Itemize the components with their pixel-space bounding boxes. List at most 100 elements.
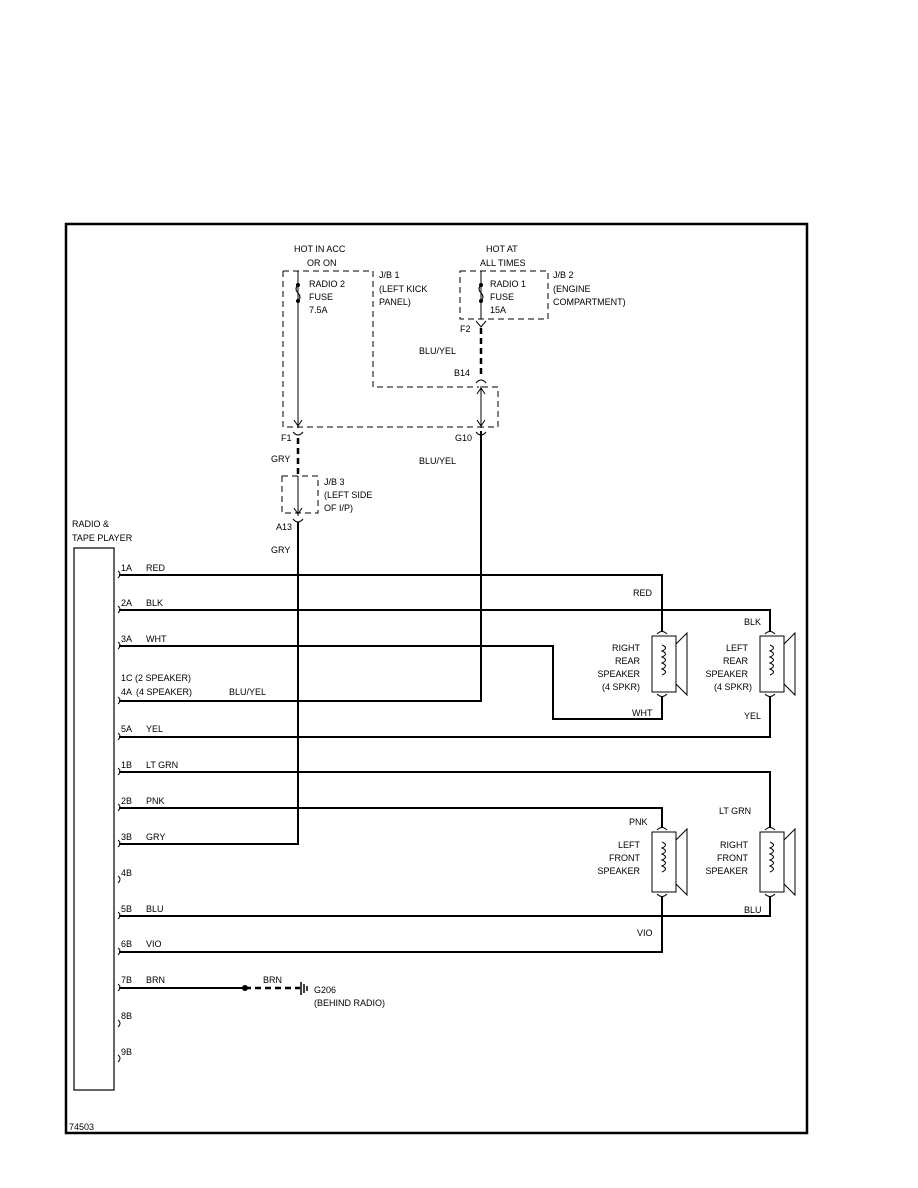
jb1-label-3: PANEL) xyxy=(379,297,411,307)
diagram-frame xyxy=(64,222,809,1135)
right-rear-speaker-label-2: REAR xyxy=(615,656,641,666)
right-front-speaker-label-3: SPEAKER xyxy=(705,866,748,876)
wire-label-gry-lower: GRY xyxy=(271,545,290,555)
wire-label-gry-upper: GRY xyxy=(271,454,290,464)
pin-5a: 5A xyxy=(121,724,132,734)
jb3-label-1: J/B 3 xyxy=(324,477,345,487)
pin-6b-wire: VIO xyxy=(146,939,162,949)
connector-f2: F2 xyxy=(460,324,471,334)
wire-label-lt-grn: LT GRN xyxy=(719,806,751,816)
radio2-fuse-symbol xyxy=(295,284,301,302)
connector-g10: G10 xyxy=(455,433,472,443)
pin-4b: 4B xyxy=(121,868,132,878)
wire-blk xyxy=(119,609,771,632)
pin-5b: 5B xyxy=(121,904,132,914)
jb2-outline xyxy=(459,270,549,320)
jb-junction-outline xyxy=(482,386,499,428)
speaker-icon-left-rear xyxy=(759,631,796,697)
right-rear-speaker-label-4: (4 SPKR) xyxy=(602,682,640,692)
radio-label-1: RADIO & xyxy=(72,519,109,529)
wire-label-red: RED xyxy=(633,588,653,598)
wire-label-blu-yel-mid: BLU/YEL xyxy=(419,456,456,466)
pin-9b: 9B xyxy=(121,1047,132,1057)
radio1-fuse-symbol xyxy=(478,284,484,302)
left-rear-speaker-label-2: REAR xyxy=(723,656,749,666)
pin-3a: 3A xyxy=(121,634,132,644)
wire-label-pnk: PNK xyxy=(629,817,648,827)
pin-2b-wire: PNK xyxy=(146,796,165,806)
wire-gry xyxy=(119,522,299,845)
pin-5b-wire: BLU xyxy=(146,904,164,914)
connector-f1: F1 xyxy=(281,433,292,443)
battery-source-label-1: HOT AT xyxy=(486,244,518,254)
jb1-label-2: (LEFT KICK xyxy=(379,284,427,294)
pin-3b: 3B xyxy=(121,832,132,842)
radio1-fuse-label-3: 15A xyxy=(490,305,506,315)
pin-4a: 4A xyxy=(121,687,132,697)
wire-label-blu-yel-pin: BLU/YEL xyxy=(229,687,266,697)
pin-7b: 7B xyxy=(121,975,132,985)
pin-3b-wire: GRY xyxy=(146,832,165,842)
speaker-icon-right-rear xyxy=(651,631,688,697)
jb3-label-3: OF I/P) xyxy=(324,503,353,513)
ground-label-2: (BEHIND RADIO) xyxy=(314,998,385,1008)
battery-source-label-2: ALL TIMES xyxy=(480,258,526,268)
wire-label-brn: BRN xyxy=(263,975,282,985)
left-front-speaker-label-3: SPEAKER xyxy=(597,866,640,876)
wire-label-blu-yel-upper: BLU/YEL xyxy=(419,346,456,356)
ground-icon xyxy=(300,982,308,995)
radio1-fuse-label-2: FUSE xyxy=(490,292,514,302)
jb2-label-1: J/B 2 xyxy=(553,270,574,280)
ground-label-1: G206 xyxy=(314,985,336,995)
right-rear-speaker-label-1: RIGHT xyxy=(612,643,641,653)
speaker-icon-right-front xyxy=(759,827,796,897)
pin-1a-wire: RED xyxy=(146,563,166,573)
left-rear-speaker-label-3: SPEAKER xyxy=(705,669,748,679)
pin-2a: 2A xyxy=(121,598,132,608)
pin-5a-wire: YEL xyxy=(146,724,163,734)
pin-1c-alt: 1C (2 SPEAKER) xyxy=(121,673,191,683)
left-front-speaker-label-2: FRONT xyxy=(609,853,640,863)
wire-label-yel: YEL xyxy=(744,711,761,721)
left-rear-speaker-label-1: LEFT xyxy=(726,643,749,653)
right-front-speaker-label-1: RIGHT xyxy=(720,840,749,850)
right-rear-speaker-label-3: SPEAKER xyxy=(597,669,640,679)
wire-blu xyxy=(119,896,771,917)
radio1-fuse-label-1: RADIO 1 xyxy=(490,279,526,289)
jb3-outline xyxy=(281,475,319,514)
radio2-fuse-label-1: RADIO 2 xyxy=(309,279,345,289)
left-rear-speaker-label-4: (4 SPKR) xyxy=(714,682,752,692)
wire-label-wht: WHT xyxy=(632,708,653,718)
jb1-outline-lower xyxy=(282,271,482,428)
wire-label-blu: BLU xyxy=(744,905,762,915)
acc-source-label-1: HOT IN ACC xyxy=(294,244,346,254)
right-front-speaker-label-2: FRONT xyxy=(717,853,748,863)
speaker-icon-left-front xyxy=(651,827,688,897)
pin-1b: 1B xyxy=(121,760,132,770)
wire-pnk xyxy=(119,807,663,828)
pin-1b-wire: LT GRN xyxy=(146,760,178,770)
wire-yel xyxy=(119,696,771,738)
pin-3a-wire: WHT xyxy=(146,634,167,644)
radio-tape-player-box xyxy=(73,547,115,1091)
pin-4a-wire: (4 SPEAKER) xyxy=(136,687,192,697)
figure-id: 74503 xyxy=(69,1122,94,1132)
pin-7b-wire: BRN xyxy=(146,975,165,985)
pin-2b: 2B xyxy=(121,796,132,806)
jb1-outline xyxy=(283,270,479,388)
acc-source-label-2: OR ON xyxy=(307,258,337,268)
jb2-label-2: (ENGINE xyxy=(553,284,591,294)
pin-2a-wire: BLK xyxy=(146,598,163,608)
wire-label-blk: BLK xyxy=(744,617,761,627)
connector-a13: A13 xyxy=(276,522,292,532)
wire-wht xyxy=(119,645,663,720)
radio2-fuse-label-3: 7.5A xyxy=(309,305,328,315)
wire-lt-grn xyxy=(119,771,771,828)
connector-b14: B14 xyxy=(454,368,470,378)
wire-vio xyxy=(119,896,663,953)
radio2-fuse-label-2: FUSE xyxy=(309,292,333,302)
jb2-label-3: COMPARTMENT) xyxy=(553,297,626,307)
pin-6b: 6B xyxy=(121,939,132,949)
pin-1a: 1A xyxy=(121,563,132,573)
